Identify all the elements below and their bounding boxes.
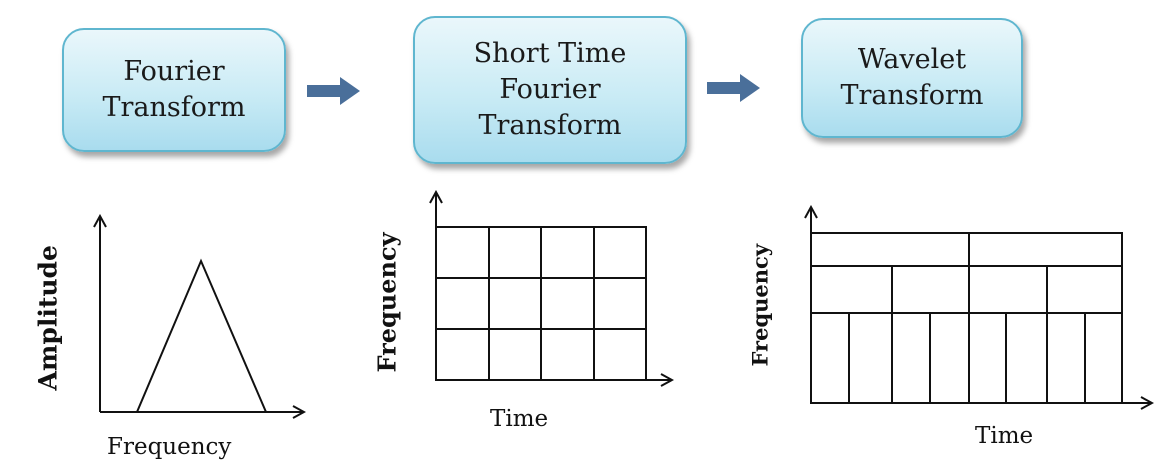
stft-plot — [436, 192, 672, 380]
fourier-x-label: Frequency — [107, 434, 232, 460]
wavelet-x-label: Time — [975, 423, 1034, 449]
wavelet-transform-box: Wavelet Transform — [801, 18, 1023, 138]
flow-arrow-2 — [707, 74, 760, 102]
wavelet-grid-frame — [810, 232, 1123, 404]
fourier-box-line1: Fourier — [123, 56, 225, 87]
stft-box: Short Time Fourier Transform — [413, 16, 687, 164]
wavelet-plot — [811, 207, 1152, 403]
fourier-plot — [100, 216, 304, 412]
stft-box-line3: Transform — [478, 110, 622, 141]
fourier-spectrum-peak — [136, 258, 267, 413]
wavelet-box-line1: Wavelet — [857, 44, 967, 75]
stft-box-line1: Short Time — [473, 38, 627, 69]
stft-y-label: Frequency — [372, 232, 402, 373]
wavelet-y-label: Frequency — [747, 243, 773, 367]
flow-arrow-1 — [307, 77, 360, 105]
stft-x-label: Time — [490, 406, 549, 432]
fourier-box-line2: Transform — [102, 92, 246, 123]
fourier-transform-box: Fourier Transform — [62, 28, 286, 152]
stft-box-line2: Fourier — [499, 74, 601, 105]
wavelet-box-line2: Transform — [840, 80, 984, 111]
fourier-y-label: Amplitude — [33, 245, 63, 391]
